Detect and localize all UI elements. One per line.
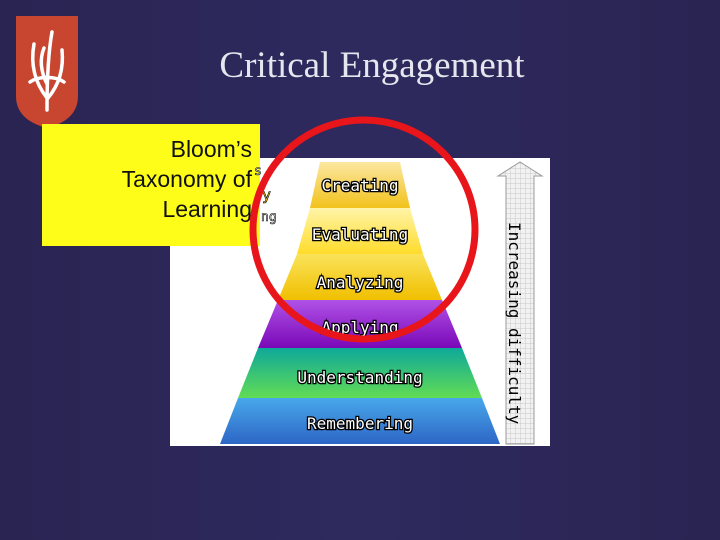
difficulty-label: Increasing difficulty	[505, 222, 524, 425]
tier-label-understanding: Understanding	[297, 368, 422, 387]
bloom-pyramid: Creating Evaluating Analyzing Applying U…	[220, 161, 544, 445]
tier-remembering	[220, 398, 500, 444]
fleur-de-lis-logo-icon	[16, 16, 78, 128]
callout-text: Bloom’s Taxonomy of Learning	[121, 136, 252, 222]
tier-label-analyzing: Analyzing	[317, 273, 404, 292]
tier-label-creating: Creating	[321, 176, 398, 195]
difficulty-arrow-icon	[496, 161, 544, 445]
tier-analyzing	[278, 254, 442, 300]
tier-evaluating	[297, 208, 423, 254]
highlight-circle-icon	[249, 116, 479, 343]
callout-peek-fragment: y	[262, 186, 272, 205]
tier-label-remembering: Remembering	[307, 414, 413, 433]
callout-peek-fragment: s	[254, 164, 262, 180]
slide-title: Critical Engagement	[219, 45, 525, 86]
callout-peek-fragment: ng	[261, 210, 277, 226]
blooms-taxonomy-callout: Bloom’s Taxonomy of Learning	[42, 124, 260, 246]
tier-label-evaluating: Evaluating	[312, 225, 408, 244]
tier-applying	[258, 300, 462, 348]
tier-creating	[310, 162, 410, 208]
tier-understanding	[238, 348, 482, 398]
